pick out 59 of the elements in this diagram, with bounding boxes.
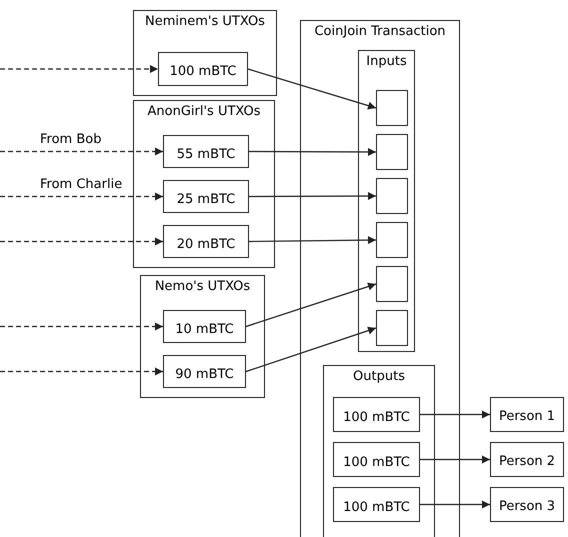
box-label: 100 mBTC <box>168 63 238 81</box>
arrow <box>246 326 376 372</box>
empty-box <box>376 222 408 258</box>
empty-box <box>376 134 408 170</box>
process-box <box>333 397 420 432</box>
group-title: CoinJoin Transaction <box>313 24 447 39</box>
process-box <box>163 225 249 258</box>
arrow <box>420 500 490 508</box>
box-label: 25 mBTC <box>176 191 236 209</box>
process-box <box>490 442 564 477</box>
box-label: Person 2 <box>498 454 556 469</box>
process-box <box>490 487 564 522</box>
box-label: 100 mBTC <box>342 409 411 427</box>
empty-box <box>376 178 408 214</box>
arrow <box>249 148 376 156</box>
arrow <box>248 68 376 110</box>
group-box <box>300 20 460 537</box>
group-box <box>133 10 277 96</box>
group-title: Nemo's UTXOs <box>154 279 252 294</box>
group-box <box>323 365 435 537</box>
edge-label: From Charlie <box>38 176 124 192</box>
group-title: Outputs <box>352 369 406 384</box>
process-box <box>163 355 246 388</box>
arrow <box>249 192 376 200</box>
process-box <box>163 310 246 343</box>
arrow <box>420 456 490 464</box>
process-box <box>333 442 420 477</box>
box-label: 20 mBTC <box>176 236 236 254</box>
arrow <box>0 65 158 73</box>
box-label: Person 3 <box>498 499 556 514</box>
arrow <box>0 192 163 200</box>
arrow <box>249 236 376 244</box>
arrow <box>0 322 163 330</box>
arrow <box>0 238 163 246</box>
arrow <box>246 282 376 328</box>
box-label: 10 mBTC <box>174 321 235 339</box>
box-label: 100 mBTC <box>342 499 411 517</box>
arrow <box>0 148 163 156</box>
arrow <box>420 410 490 418</box>
box-label: Person 1 <box>498 409 556 424</box>
group-title: Inputs <box>365 54 408 69</box>
group-title: AnonGirl's UTXOs <box>146 104 262 119</box>
edge-label: From Bob <box>38 132 104 146</box>
process-box <box>333 487 420 522</box>
box-label: 100 mBTC <box>342 454 411 472</box>
group-box <box>358 50 415 352</box>
empty-box <box>376 266 408 302</box>
process-box <box>163 180 249 213</box>
group-box <box>140 275 265 398</box>
process-box <box>158 52 248 86</box>
empty-box <box>376 310 408 346</box>
process-box <box>490 397 564 432</box>
group-box <box>133 100 275 268</box>
box-label: 55 mBTC <box>176 146 236 164</box>
arrow <box>0 368 163 376</box>
process-box <box>163 135 249 168</box>
group-title: Neminem's UTXOs <box>144 14 266 29</box>
empty-box <box>376 90 408 126</box>
box-label: 90 mBTC <box>174 366 235 384</box>
